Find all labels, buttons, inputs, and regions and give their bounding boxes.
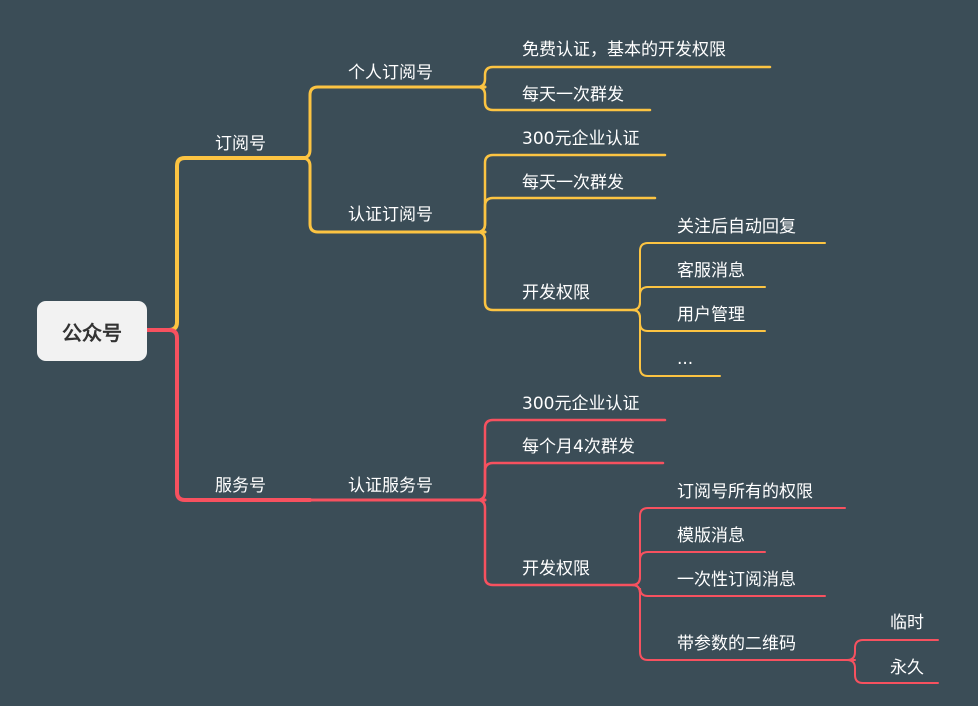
- root-node[interactable]: 公众号: [37, 301, 147, 361]
- node-certified-svc-item[interactable]: 每个月4次群发: [522, 437, 635, 457]
- connector-line: [145, 156, 307, 332]
- node-sub-permission[interactable]: 客服消息: [677, 261, 745, 281]
- connector-line: [453, 85, 652, 112]
- connector-line: [453, 418, 667, 502]
- node-certified-sub-item[interactable]: 开发权限: [522, 283, 590, 303]
- node-svc-permission[interactable]: 一次性订阅消息: [677, 570, 796, 590]
- node-personal-subscription[interactable]: 个人订阅号: [348, 63, 433, 83]
- connector-line: [453, 498, 637, 587]
- connector-line: [609, 584, 856, 661]
- node-qrcode-type[interactable]: 临时: [890, 613, 924, 633]
- connector-line: [819, 659, 939, 684]
- node-svc-permission[interactable]: 带参数的二维码: [677, 634, 796, 654]
- connector-line: [609, 309, 721, 377]
- node-personal-item[interactable]: 免费认证，基本的开发权限: [522, 40, 726, 60]
- connector-line: [453, 461, 665, 502]
- node-svc-permission[interactable]: 订阅号所有的权限: [677, 482, 813, 502]
- node-certified-svc-item[interactable]: 300元企业认证: [522, 394, 640, 414]
- node-certified-sub-item[interactable]: 每天一次群发: [522, 173, 624, 193]
- node-certified-service[interactable]: 认证服务号: [348, 476, 433, 496]
- node-sub-permission[interactable]: 用户管理: [677, 305, 745, 325]
- node-service[interactable]: 服务号: [215, 476, 266, 496]
- node-sub-permission[interactable]: ...: [677, 349, 694, 369]
- node-certified-sub-item[interactable]: 300元企业认证: [522, 129, 640, 149]
- node-qrcode-type[interactable]: 永久: [890, 658, 924, 678]
- node-certified-subscription[interactable]: 认证订阅号: [348, 205, 433, 225]
- node-sub-permission[interactable]: 关注后自动回复: [677, 217, 796, 237]
- connector-line: [453, 230, 637, 312]
- node-subscription[interactable]: 订阅号: [215, 134, 266, 154]
- node-personal-item[interactable]: 每天一次群发: [522, 85, 624, 105]
- connector-line: [301, 85, 487, 160]
- connector-line: [453, 196, 657, 234]
- connector-line: [301, 156, 487, 234]
- node-certified-svc-item[interactable]: 开发权限: [522, 559, 590, 579]
- node-svc-permission[interactable]: 模版消息: [677, 526, 745, 546]
- connector-line: [145, 328, 312, 502]
